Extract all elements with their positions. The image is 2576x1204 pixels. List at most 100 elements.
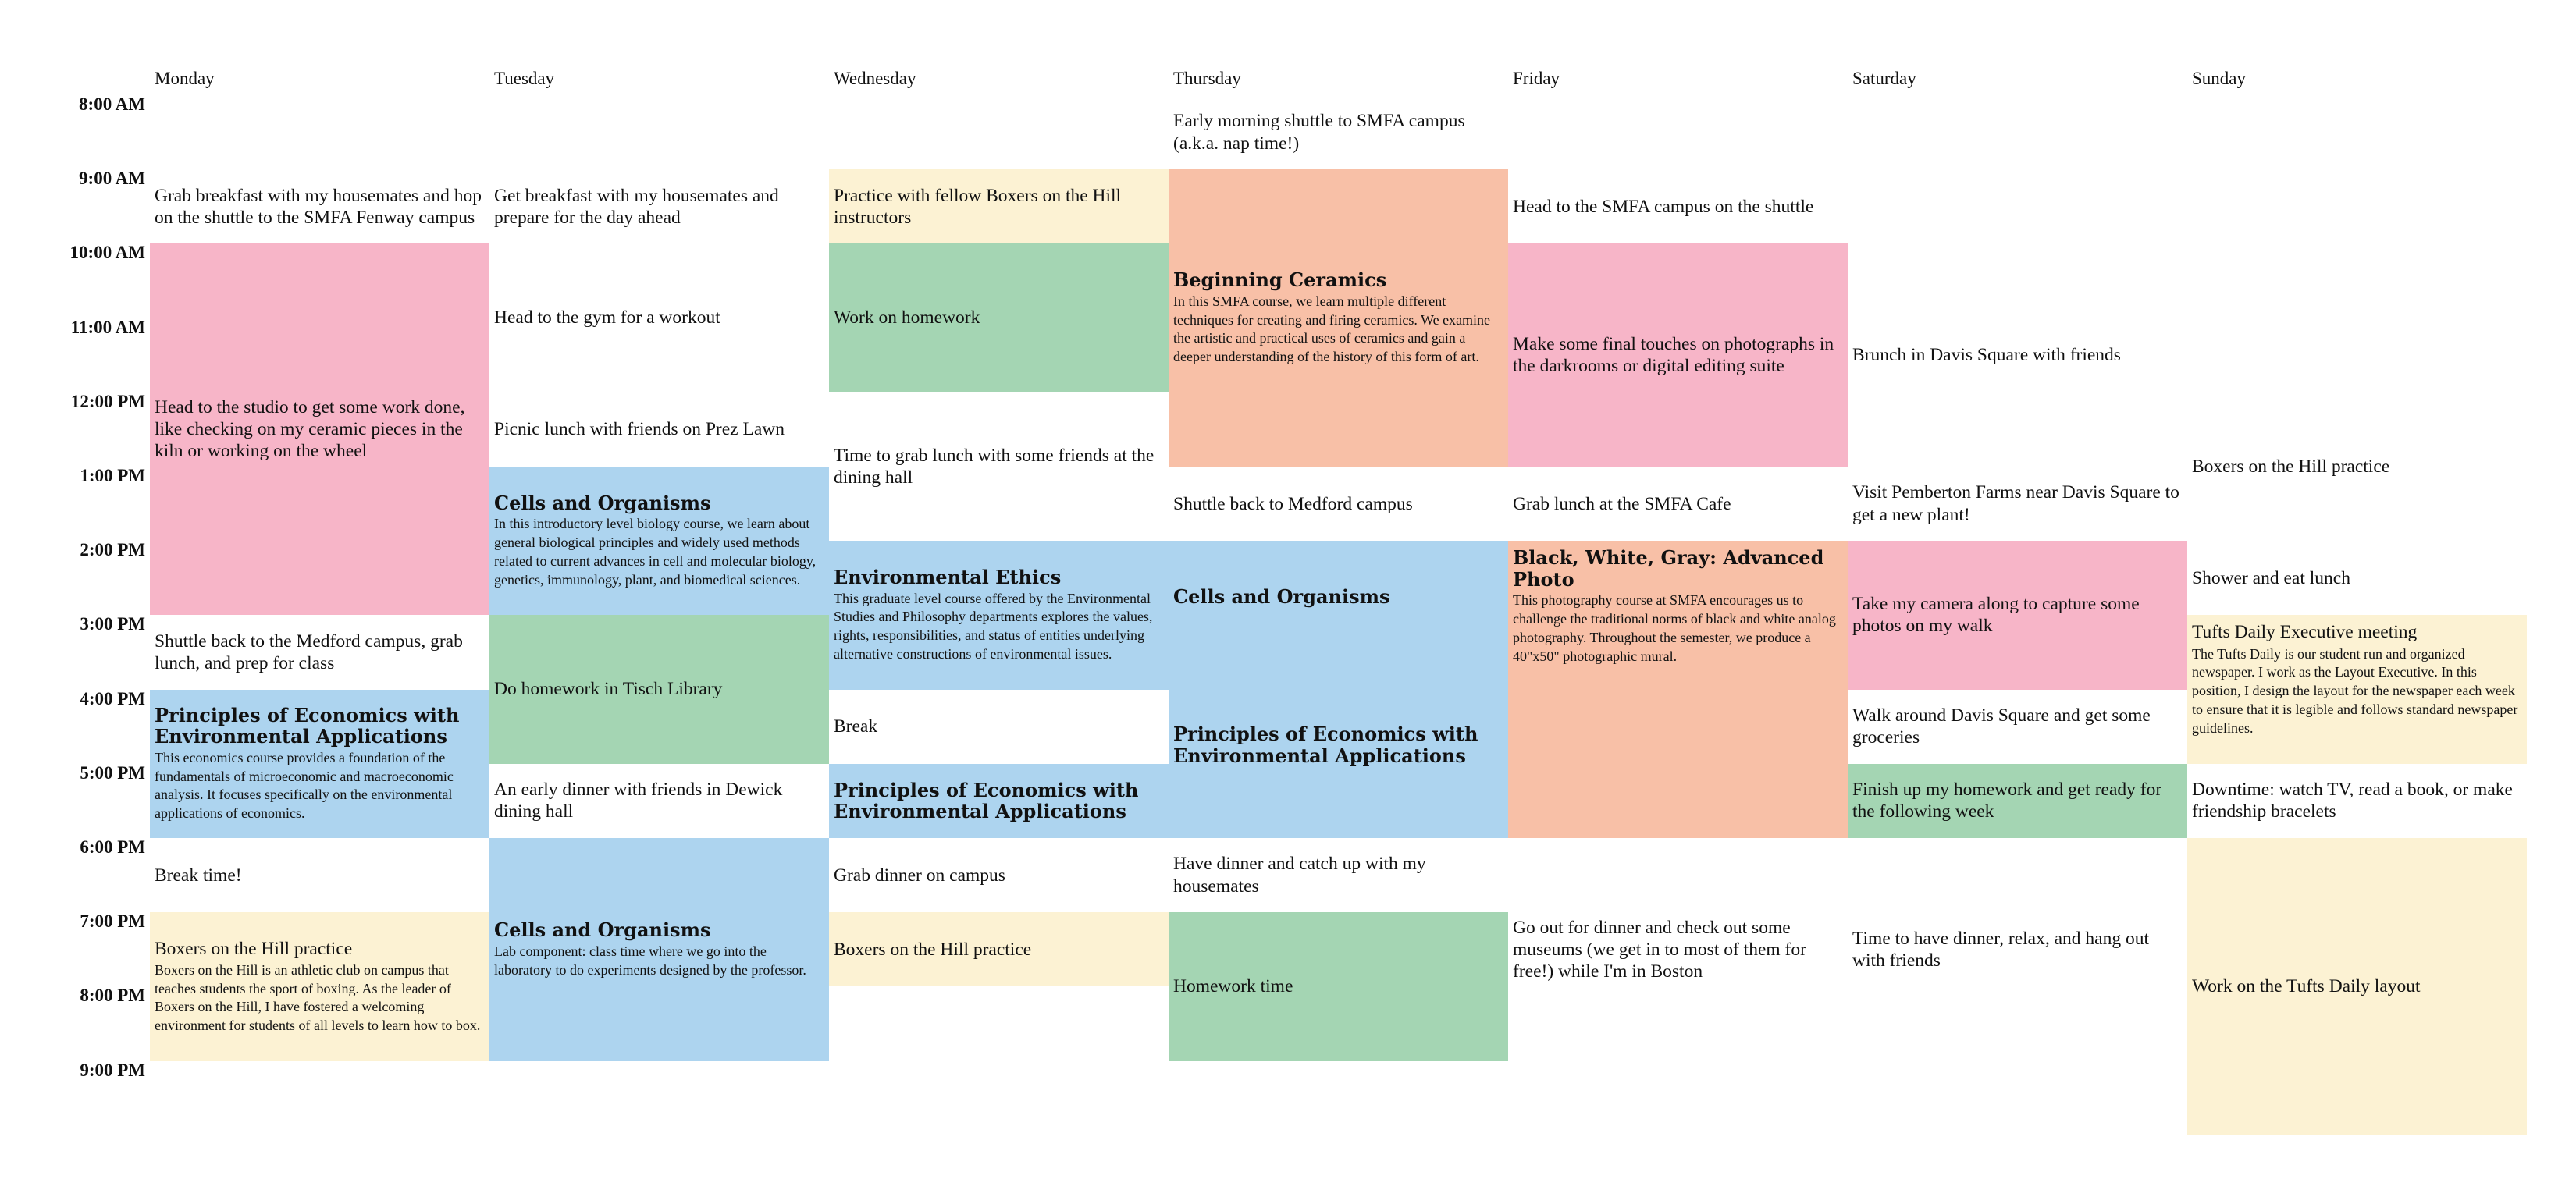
time-label: 4:00 PM xyxy=(80,688,145,709)
day-header-monday: Monday xyxy=(155,69,215,88)
event-boxers-on-the-hill-practice[interactable]: Boxers on the Hill practice xyxy=(829,912,1169,987)
event-text: Finish up my homework and get ready for … xyxy=(1852,780,2162,822)
time-label: 9:00 AM xyxy=(79,169,145,189)
event-early-morning-shuttle-to-smfa-campus-a-k[interactable]: Early morning shuttle to SMFA campus (a.… xyxy=(1169,95,1508,169)
event-text: Grab dinner on campus xyxy=(834,865,1005,886)
event-description: This economics course provides a foundat… xyxy=(155,749,454,822)
event-text: Head to the studio to get some work done… xyxy=(155,397,465,462)
time-label: 2:00 PM xyxy=(80,540,145,560)
event-text: Practice with fellow Boxers on the Hill … xyxy=(834,185,1122,228)
event-text: Grab lunch at the SMFA Cafe xyxy=(1513,493,1731,514)
event-head-to-the-gym-for-a-workout[interactable]: Head to the gym for a workout xyxy=(489,243,829,392)
event-finish-up-my-homework-and-get-ready-for-[interactable]: Finish up my homework and get ready for … xyxy=(1848,763,2187,838)
event-break[interactable]: Break xyxy=(829,690,1169,764)
time-label: 10:00 AM xyxy=(69,243,145,263)
time-label: 9:00 PM xyxy=(80,1060,145,1080)
event-time-to-grab-lunch-with-some-friends-at-[interactable]: Time to grab lunch with some friends at … xyxy=(829,392,1169,541)
time-label: 1:00 PM xyxy=(80,466,145,485)
event-principles-of-economics-with-environment[interactable]: Principles of Economics with Environment… xyxy=(829,763,1169,838)
time-label: 11:00 AM xyxy=(70,317,145,337)
event-title: Cells and Organisms xyxy=(494,491,711,514)
event-text: Go out for dinner and check out some mus… xyxy=(1513,917,1806,982)
event-walk-around-davis-square-and-get-some-gr[interactable]: Walk around Davis Square and get some gr… xyxy=(1848,690,2187,764)
event-description: Lab component: class time where we go in… xyxy=(494,943,806,978)
event-grab-lunch-at-the-smfa-cafe[interactable]: Grab lunch at the SMFA Cafe xyxy=(1508,467,1848,541)
event-description: The Tufts Daily is our student run and o… xyxy=(2192,645,2518,736)
event-text: Early morning shuttle to SMFA campus (a.… xyxy=(1173,111,1465,154)
event-text: Time to grab lunch with some friends at … xyxy=(834,445,1155,488)
event-text: Do homework in Tisch Library xyxy=(494,679,723,700)
event-title: Cells and Organisms xyxy=(1173,584,1390,608)
time-label: 8:00 AM xyxy=(79,94,145,114)
event-description: Boxers on the Hill is an athletic club o… xyxy=(155,961,481,1034)
event-description: This graduate level course offered by th… xyxy=(834,590,1153,662)
event-description: In this SMFA course, we learn multiple d… xyxy=(1173,293,1491,365)
event-text: Downtime: watch TV, read a book, or make… xyxy=(2192,780,2513,822)
event-title: Black, White, Gray: Advanced Photo xyxy=(1513,546,1824,591)
event-have-dinner-and-catch-up-with-my-housema[interactable]: Have dinner and catch up with my housema… xyxy=(1169,838,1508,912)
event-head-to-the-smfa-campus-on-the-shuttle[interactable]: Head to the SMFA campus on the shuttle xyxy=(1508,169,1848,243)
event-break-time[interactable]: Break time! xyxy=(150,838,489,912)
event-work-on-the-tufts-daily-layout[interactable]: Work on the Tufts Daily layout xyxy=(2187,838,2527,1135)
event-do-homework-in-tisch-library[interactable]: Do homework in Tisch Library xyxy=(489,615,829,764)
event-principles-of-economics-with-environment[interactable]: Principles of Economics with Environment… xyxy=(1169,652,1508,838)
event-take-my-camera-along-to-capture-some-pho[interactable]: Take my camera along to capture some pho… xyxy=(1848,541,2187,690)
event-visit-pemberton-farms-near-davis-square-[interactable]: Visit Pemberton Farms near Davis Square … xyxy=(1848,467,2187,541)
time-label: 3:00 PM xyxy=(80,614,145,634)
day-header-tuesday: Tuesday xyxy=(494,69,555,88)
event-title: Tufts Daily Executive meeting xyxy=(2192,622,2418,643)
event-title: Cells and Organisms xyxy=(494,918,711,942)
event-description: This photography course at SMFA encourag… xyxy=(1513,592,1836,664)
event-title: Environmental Ethics xyxy=(834,566,1062,589)
event-shower-and-eat-lunch[interactable]: Shower and eat lunch xyxy=(2187,541,2527,615)
event-text: Picnic lunch with friends on Prez Lawn xyxy=(494,419,785,440)
event-title: Principles of Economics with Environment… xyxy=(1173,723,1478,767)
event-text: Work on the Tufts Daily layout xyxy=(2192,976,2421,997)
event-grab-dinner-on-campus[interactable]: Grab dinner on campus xyxy=(829,838,1169,912)
event-text: Shuttle back to the Medford campus, grab… xyxy=(155,630,463,673)
event-boxers-on-the-hill-practice[interactable]: Boxers on the Hill practice xyxy=(2187,392,2527,541)
day-header-saturday: Saturday xyxy=(1852,69,1916,88)
time-label: 12:00 PM xyxy=(70,391,145,411)
event-make-some-final-touches-on-photographs-i[interactable]: Make some final touches on photographs i… xyxy=(1508,243,1848,467)
event-text: Homework time xyxy=(1173,976,1293,997)
event-brunch-in-davis-square-with-friends[interactable]: Brunch in Davis Square with friends xyxy=(1848,243,2187,467)
event-grab-breakfast-with-my-housemates-and-ho[interactable]: Grab breakfast with my housemates and ho… xyxy=(150,169,489,243)
event-an-early-dinner-with-friends-in-dewick-d[interactable]: An early dinner with friends in Dewick d… xyxy=(489,764,829,838)
event-homework-time[interactable]: Homework time xyxy=(1169,912,1508,1061)
event-shuttle-back-to-the-medford-campus-grab-[interactable]: Shuttle back to the Medford campus, grab… xyxy=(150,615,489,689)
event-shuttle-back-to-medford-campus[interactable]: Shuttle back to Medford campus xyxy=(1169,467,1508,541)
time-label: 7:00 PM xyxy=(80,911,145,932)
event-practice-with-fellow-boxers-on-the-hill-[interactable]: Practice with fellow Boxers on the Hill … xyxy=(829,169,1169,244)
event-head-to-the-studio-to-get-some-work-done[interactable]: Head to the studio to get some work done… xyxy=(150,243,489,616)
event-text: An early dinner with friends in Dewick d… xyxy=(494,780,783,822)
event-title: Beginning Ceramics xyxy=(1173,268,1387,292)
time-label: 6:00 PM xyxy=(80,837,145,857)
event-text: Boxers on the Hill practice xyxy=(834,939,1032,960)
event-text: Break xyxy=(834,716,878,737)
event-text: Work on homework xyxy=(834,307,980,329)
event-text: Grab breakfast with my housemates and ho… xyxy=(155,185,482,228)
time-label: 5:00 PM xyxy=(80,762,145,783)
event-downtime-watch-tv-read-a-book-or-make-fr[interactable]: Downtime: watch TV, read a book, or make… xyxy=(2187,764,2527,838)
day-header-friday: Friday xyxy=(1513,69,1560,88)
event-go-out-for-dinner-and-check-out-some-mus[interactable]: Go out for dinner and check out some mus… xyxy=(1508,838,1848,1061)
event-text: Walk around Davis Square and get some gr… xyxy=(1852,705,2151,748)
event-principles-of-economics-with-environment[interactable]: Principles of Economics with Environment… xyxy=(150,689,489,838)
time-label: 8:00 PM xyxy=(80,986,145,1006)
day-header-wednesday: Wednesday xyxy=(834,69,916,88)
event-cells-and-organisms[interactable]: Cells and Organisms xyxy=(1169,541,1508,652)
event-time-to-have-dinner-relax-and-hang-out-w[interactable]: Time to have dinner, relax, and hang out… xyxy=(1848,838,2187,1061)
event-text: Get breakfast with my housemates and pre… xyxy=(494,185,779,228)
event-title: Principles of Economics with Environment… xyxy=(834,778,1139,823)
event-work-on-homework[interactable]: Work on homework xyxy=(829,243,1169,392)
event-picnic-lunch-with-friends-on-prez-lawn[interactable]: Picnic lunch with friends on Prez Lawn xyxy=(489,392,829,467)
event-get-breakfast-with-my-housemates-and-pre[interactable]: Get breakfast with my housemates and pre… xyxy=(489,169,829,243)
